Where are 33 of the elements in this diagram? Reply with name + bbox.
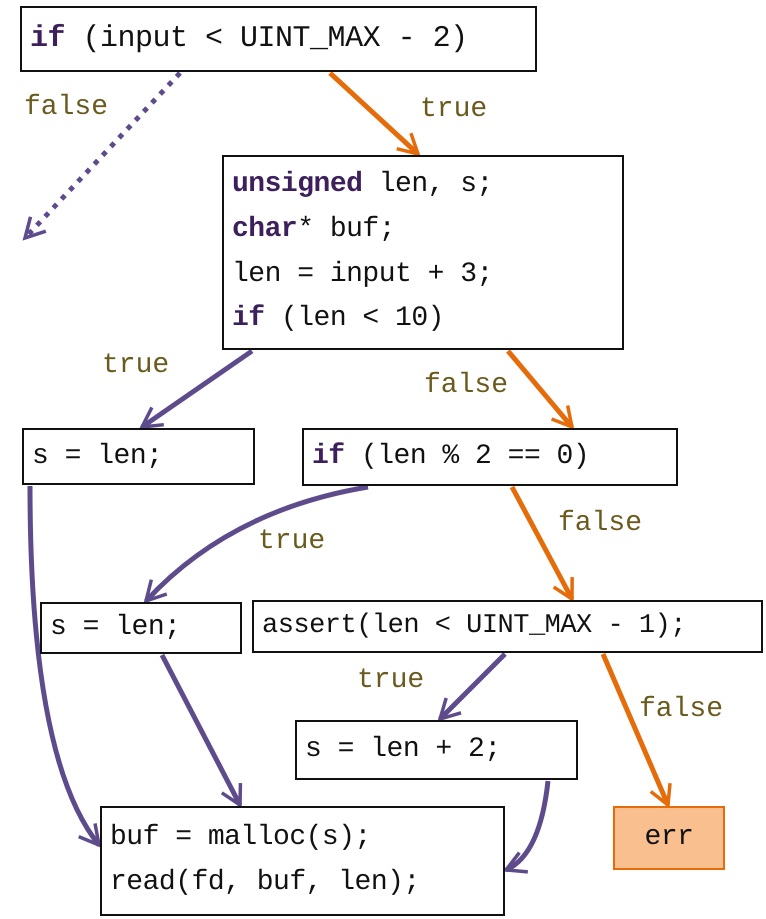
code-box [222,155,624,350]
terminal-box [613,806,725,870]
code-line: char* buf; [232,212,396,247]
arrow [506,349,574,429]
code-box [40,602,242,654]
arrow [600,653,672,807]
arrow [328,71,420,156]
arrow [504,780,550,872]
dashed-arrow [23,71,182,240]
code-box [100,806,505,916]
code-line: s = len + 2; [305,733,501,767]
code-box [295,720,578,780]
code-line: err [644,821,694,855]
arrow [28,486,102,847]
code-line: if (input < UINT_MAX - 2) [30,21,468,57]
code-line: s = len; [32,440,162,474]
code-line: s = len; [50,611,180,645]
code-line: if (len % 2 == 0) [312,440,590,474]
code-box [20,6,537,72]
code-box [22,428,255,485]
arrow [140,348,254,430]
arrow [438,652,507,721]
code-box [252,600,763,653]
code-line: assert(len < UINT_MAX - 1); [262,610,686,643]
code-line: if (len < 10) [232,302,444,336]
arrow [160,654,242,807]
arrow [144,484,368,603]
code-box [302,428,678,486]
arrow [510,486,574,601]
code-line: len = input + 3; [232,258,493,292]
code-line: buf = malloc(s); [110,821,371,856]
code-line: read(fd, buf, len); [110,866,420,900]
code-line: unsigned len, s; [232,168,493,202]
